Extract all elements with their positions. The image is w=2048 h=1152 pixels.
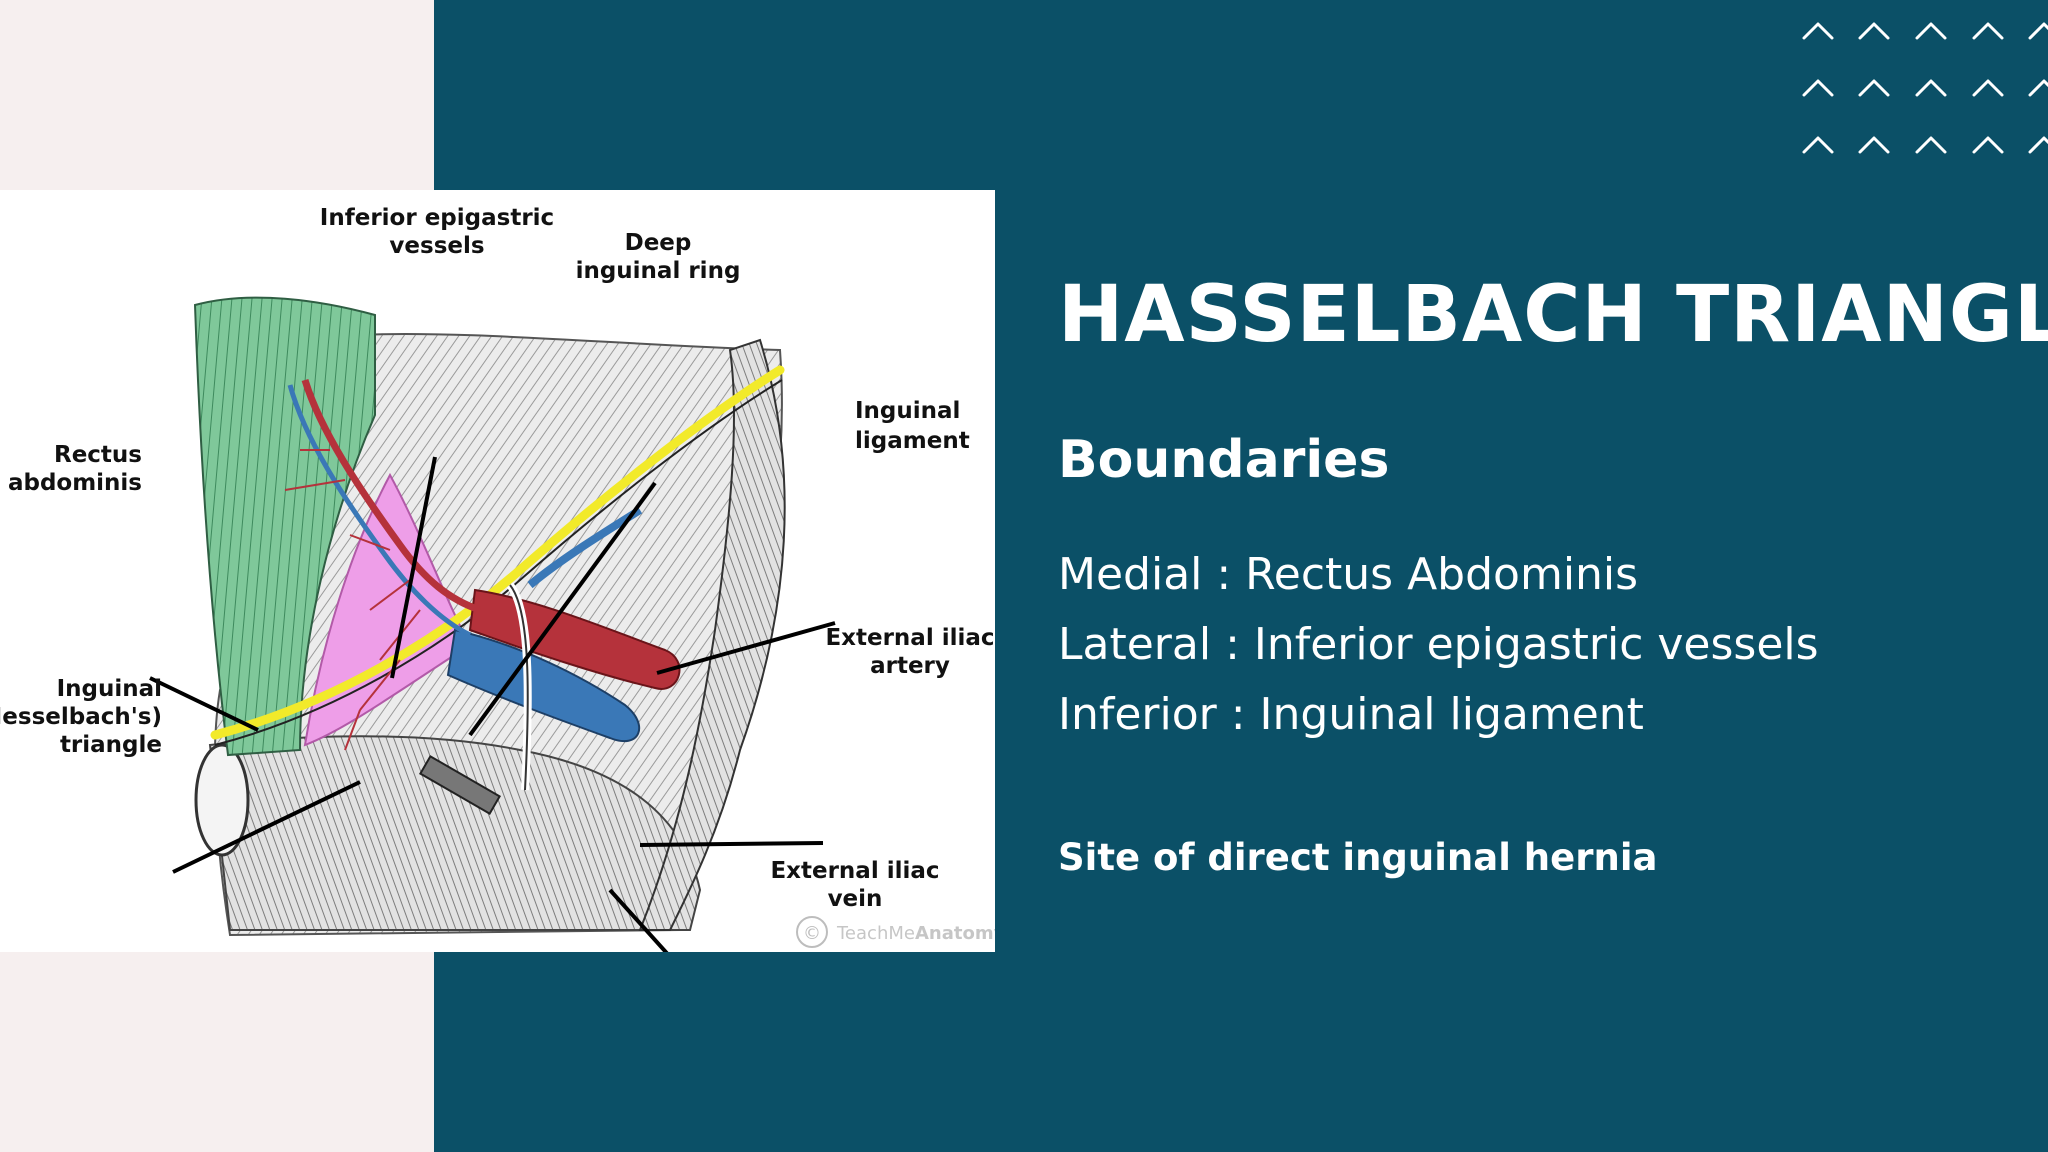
obturator-cylinder xyxy=(418,754,502,816)
inferior-epigastric-vein xyxy=(287,384,472,638)
boundary-lateral: Lateral : Inferior epigastric vessels xyxy=(1058,619,1819,670)
chevron-up-icon xyxy=(1802,22,2048,154)
psoas-region xyxy=(638,338,786,931)
slide-title: HASSELBACH TRIANGLE xyxy=(1058,270,2048,360)
hernia-note: Site of direct inguinal hernia xyxy=(1058,836,1658,879)
boundary-inferior: Inferior : Inguinal ligament xyxy=(1058,689,1644,740)
inguinal-ligament-edge xyxy=(214,379,783,746)
boundary-medial: Medial : Rectus Abdominis xyxy=(1058,549,1639,600)
pubic-bone xyxy=(194,743,250,857)
inguinal-ligament-shape xyxy=(210,365,785,740)
inferior-epigastric-artery xyxy=(301,378,482,614)
copyright-symbol: © xyxy=(803,923,821,944)
hesselbach-triangle xyxy=(303,472,472,747)
rectus-abdominis xyxy=(193,296,376,757)
boundaries-heading: Boundaries xyxy=(1058,430,1390,490)
copyright-watermark: © TeachMeAnatomy xyxy=(796,916,995,948)
boundaries-list: Medial : Rectus Abdominis Lateral : Infe… xyxy=(1058,540,1819,750)
leader-lines xyxy=(149,456,836,952)
external-iliac-vein-shape xyxy=(446,628,641,743)
label-hesselbach-triangle: Inguinal(Hesselbach's)triangle xyxy=(0,676,162,758)
copyright-text: TeachMeAnatomy xyxy=(836,923,995,944)
